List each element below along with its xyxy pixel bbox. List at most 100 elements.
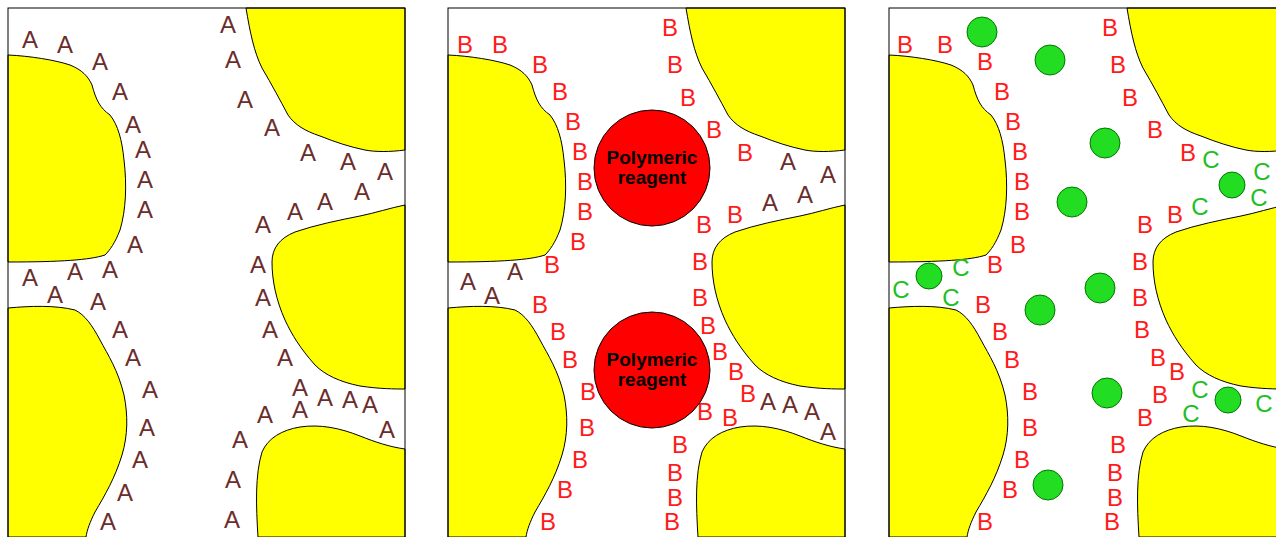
species-letter: B — [1150, 346, 1166, 370]
species-letter: A — [22, 28, 38, 52]
species-letter: A — [132, 448, 148, 472]
species-letter: B — [667, 53, 683, 77]
species-letter: B — [1012, 140, 1028, 164]
species-letter: B — [987, 253, 1003, 277]
species-letter: A — [232, 428, 248, 452]
species-letter: B — [667, 461, 683, 485]
porous-solid — [448, 8, 845, 537]
species-letter: A — [460, 270, 476, 294]
species-letter: A — [362, 393, 378, 417]
species-letter: B — [1104, 510, 1120, 534]
species-letter: B — [992, 320, 1008, 344]
species-letter: A — [782, 393, 798, 417]
species-letter: A — [300, 141, 316, 165]
species-letter: A — [340, 150, 356, 174]
species-letter: B — [572, 448, 588, 472]
species-letter: B — [1152, 383, 1168, 407]
species-letter: A — [67, 260, 83, 284]
species-letter: B — [700, 314, 716, 338]
species-letter: C — [1250, 186, 1267, 210]
species-letter: B — [1132, 286, 1148, 310]
species-letter: B — [977, 510, 993, 534]
species-letter: C — [1255, 392, 1272, 416]
species-letter: B — [1169, 360, 1185, 384]
species-letter: A — [780, 150, 796, 174]
species-letter: B — [664, 510, 680, 534]
species-letter: B — [577, 170, 593, 194]
species-letter: B — [1010, 233, 1026, 257]
species-letter: C — [952, 256, 969, 280]
species-letter: B — [667, 486, 683, 510]
species-letter: B — [975, 293, 991, 317]
species-letter: A — [112, 80, 128, 104]
species-letter: A — [262, 318, 278, 342]
species-letter: B — [712, 340, 728, 364]
species-letter: B — [544, 253, 560, 277]
species-letter: B — [1014, 200, 1030, 224]
species-letter: A — [125, 113, 141, 137]
species-letter: B — [1110, 53, 1126, 77]
species-letter: B — [740, 382, 756, 406]
reagent-label: Polymeric reagent — [602, 148, 702, 188]
species-letter: A — [225, 468, 241, 492]
species-letter: B — [562, 348, 578, 372]
species-letter: B — [692, 286, 708, 310]
species-letter: B — [1005, 110, 1021, 134]
species-letter: B — [557, 478, 573, 502]
species-letter: B — [1004, 348, 1020, 372]
porous-solid — [8, 8, 405, 537]
species-letter: B — [728, 360, 744, 384]
species-letter: A — [820, 163, 836, 187]
species-letter: B — [1022, 380, 1038, 404]
species-letter: A — [797, 183, 813, 207]
species-letter: B — [722, 406, 738, 430]
species-letter: B — [552, 80, 568, 104]
species-letter: B — [994, 80, 1010, 104]
species-letter: A — [135, 138, 151, 162]
species-letter: B — [579, 416, 595, 440]
species-letter: B — [1014, 170, 1030, 194]
species-letter: A — [22, 266, 38, 290]
species-letter: A — [237, 88, 253, 112]
species-letter: A — [224, 508, 240, 532]
product-bead — [916, 17, 1245, 500]
species-letter: B — [727, 203, 743, 227]
species-letter: A — [127, 233, 143, 257]
species-letter: A — [762, 191, 778, 215]
species-letter: A — [47, 283, 63, 307]
species-letter: B — [550, 320, 566, 344]
species-letter: B — [1107, 461, 1123, 485]
species-letter: B — [1132, 250, 1148, 274]
polymeric-reagent-circle: Polymeric reagent — [593, 109, 711, 227]
species-letter: C — [942, 286, 959, 310]
species-letter: A — [112, 318, 128, 342]
species-letter: A — [317, 386, 333, 410]
species-letter: B — [680, 86, 696, 110]
species-letter: C — [1253, 160, 1270, 184]
species-letter: B — [1167, 203, 1183, 227]
species-letter: B — [672, 433, 688, 457]
species-letter: B — [570, 230, 586, 254]
species-letter: B — [580, 380, 596, 404]
species-letter: B — [706, 118, 722, 142]
species-letter: A — [507, 260, 523, 284]
species-letter: B — [1122, 86, 1138, 110]
species-letter: A — [292, 398, 308, 422]
species-letter: A — [354, 180, 370, 204]
species-letter: A — [255, 213, 271, 237]
species-letter: B — [696, 213, 712, 237]
species-letter: B — [1147, 118, 1163, 142]
species-letter: C — [1191, 378, 1208, 402]
species-letter: A — [102, 258, 118, 282]
species-letter: B — [572, 140, 588, 164]
species-letter: B — [1102, 16, 1118, 40]
species-letter: A — [292, 376, 308, 400]
species-letter: B — [737, 141, 753, 165]
species-letter: B — [457, 33, 473, 57]
species-letter: A — [484, 284, 500, 308]
species-letter: B — [692, 250, 708, 274]
species-letter: A — [277, 346, 293, 370]
species-letter: B — [532, 53, 548, 77]
species-letter: A — [250, 253, 266, 277]
